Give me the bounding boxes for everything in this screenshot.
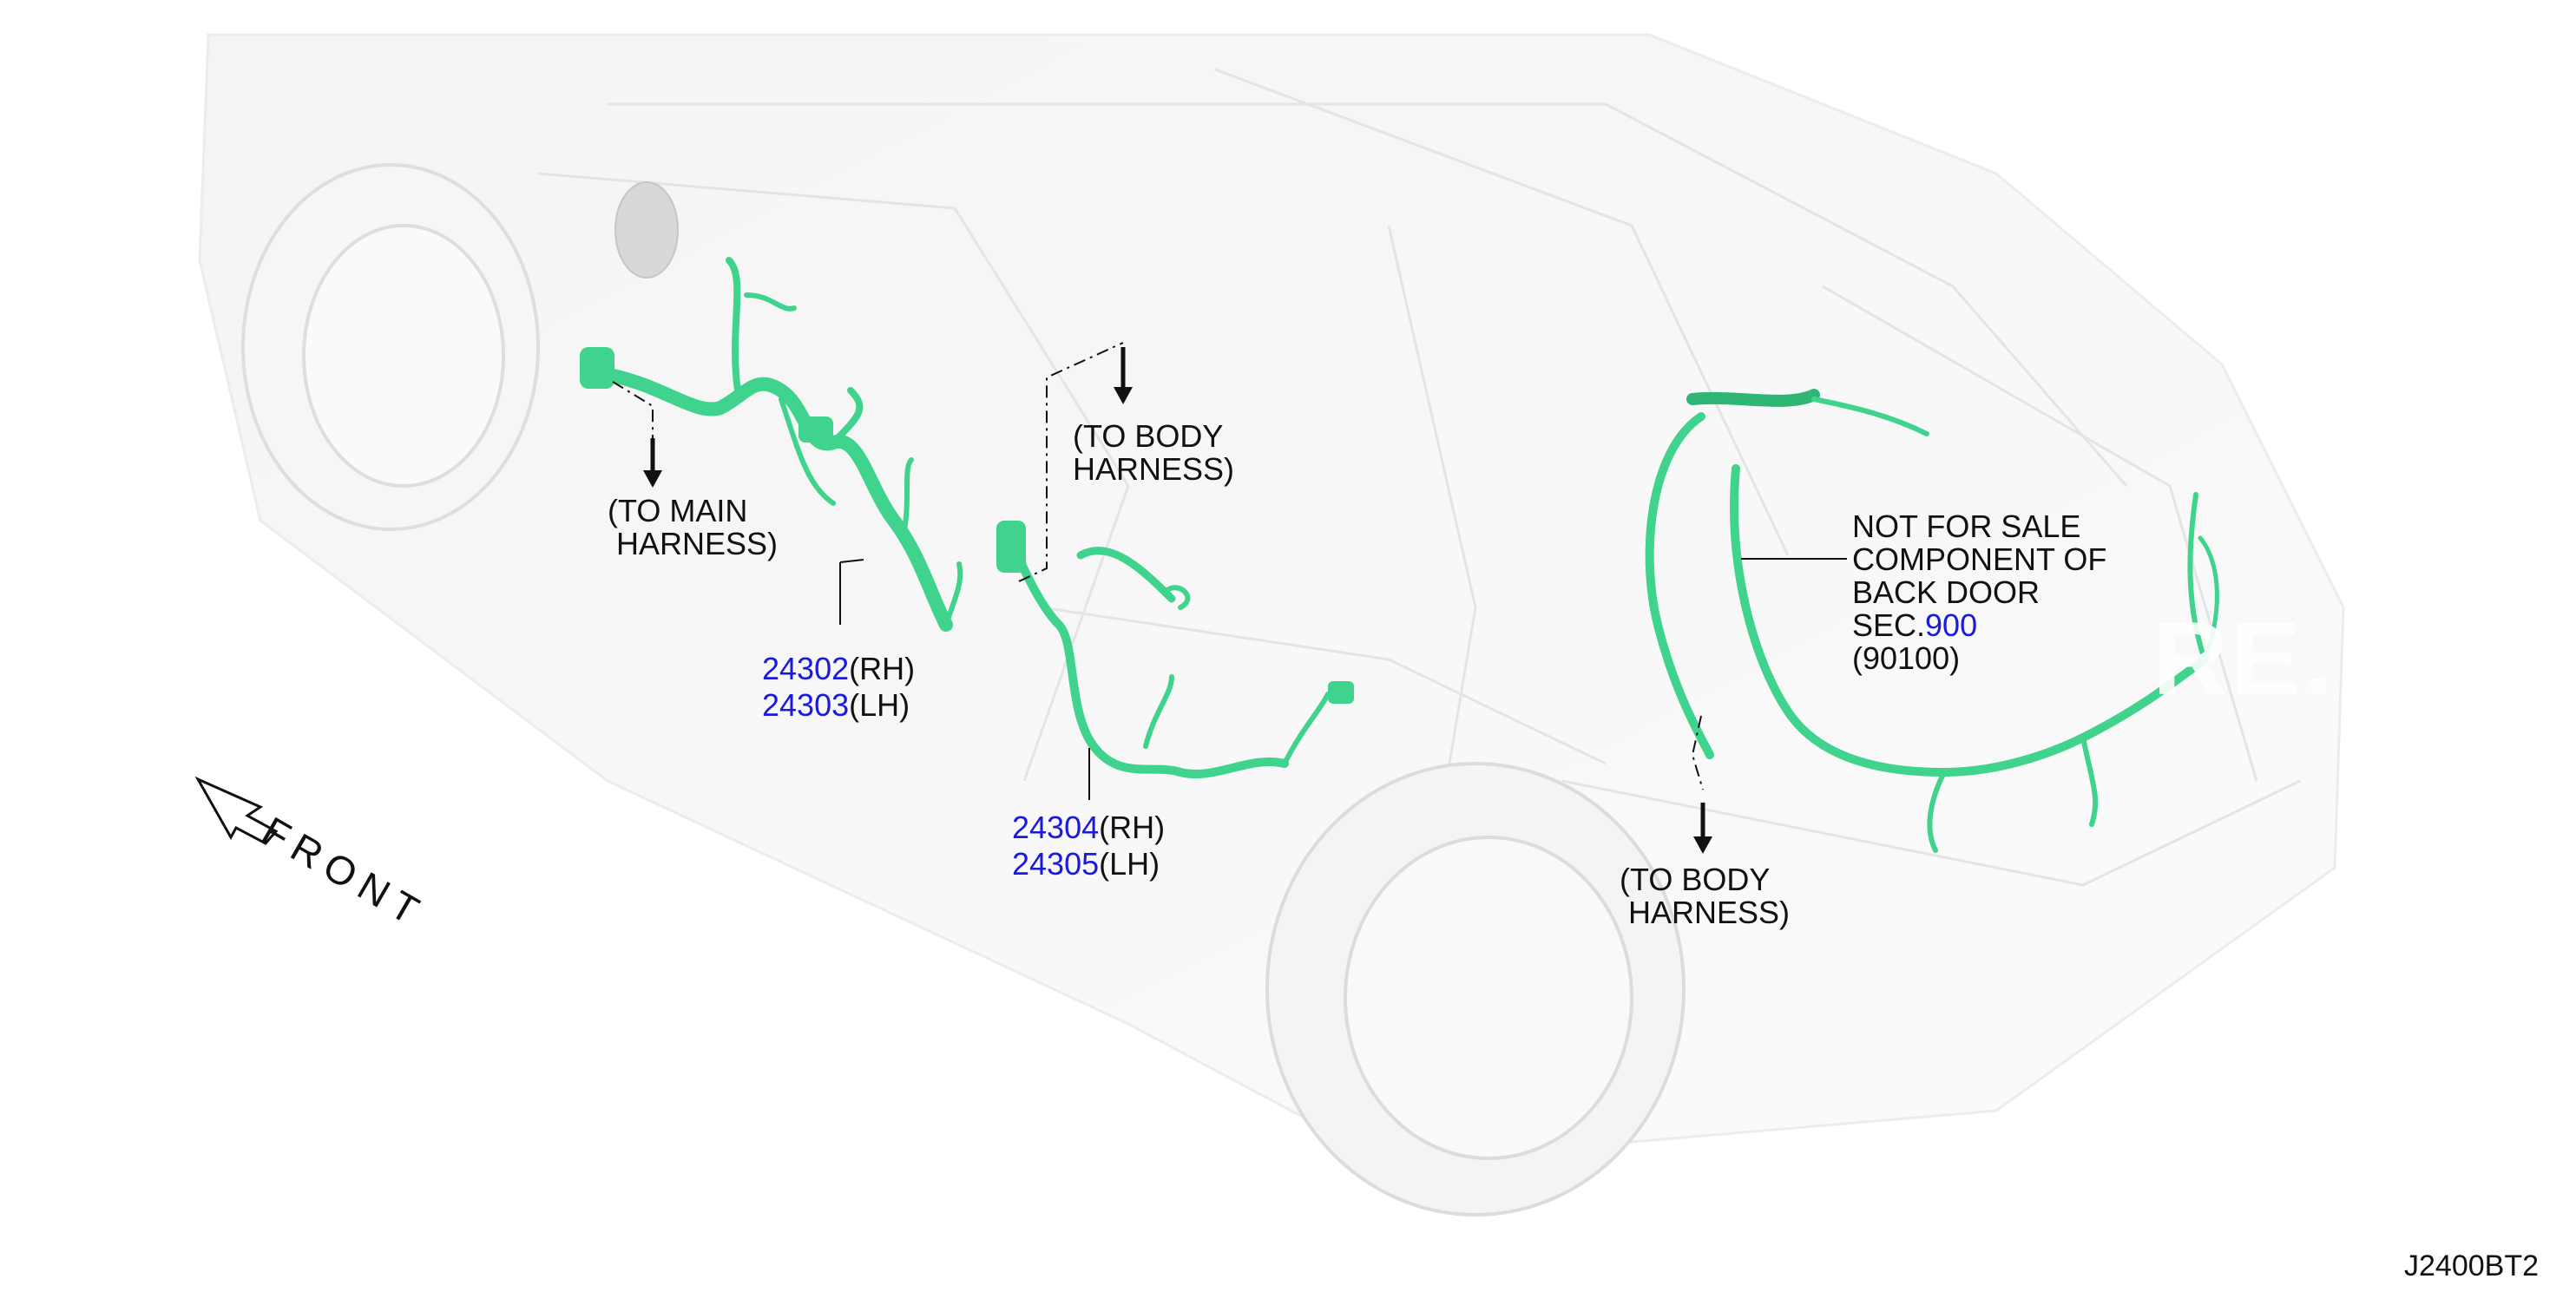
sec-reference: SEC.900 [1852, 609, 2106, 642]
harness-24304-24305 [996, 521, 1354, 779]
diagram-code: J2400BT2 [2404, 1249, 2539, 1282]
note-line: (TO MAIN [608, 493, 748, 528]
leader-lines [612, 342, 1847, 800]
sec-link-900[interactable]: 900 [1925, 607, 1978, 643]
part-row-24304: 24304(RH) [1012, 811, 1165, 844]
front-arrow-icon [194, 776, 279, 845]
note-to-body-harness-a: (TO BODY HARNESS) [1073, 420, 1234, 486]
part-side: (LH) [849, 687, 910, 723]
part-side: (RH) [1099, 810, 1166, 845]
note-line: NOT FOR SALE [1852, 508, 2081, 544]
part-side: (LH) [1099, 846, 1160, 882]
note-to-body-harness-b: (TO BODY HARNESS) [1620, 863, 1790, 929]
note-line: HARNESS) [616, 526, 779, 561]
note-line: (TO BODY [1073, 418, 1224, 454]
part-link-24303[interactable]: 24303 [762, 687, 850, 723]
part-link-24302[interactable]: 24302 [762, 651, 850, 686]
down-arrows [643, 347, 1712, 854]
note-line: (90100) [1852, 640, 1961, 676]
note-back-door: NOT FOR SALE COMPONENT OF BACK DOOR SEC.… [1852, 510, 2106, 675]
note-line: COMPONENT OF [1852, 541, 2107, 577]
harness-back-door [1645, 389, 2219, 853]
note-line: BACK DOOR [1852, 574, 2040, 610]
note-line: HARNESS) [1628, 895, 1791, 930]
part-row-24305: 24305(LH) [1012, 848, 1160, 881]
sec-prefix: SEC. [1852, 607, 1926, 643]
part-link-24304[interactable]: 24304 [1012, 810, 1100, 845]
part-link-24305[interactable]: 24305 [1012, 846, 1100, 882]
side-vent [614, 181, 679, 279]
watermark: RE. [2152, 600, 2337, 717]
part-row-24303: 24303(LH) [762, 689, 910, 722]
note-line: HARNESS) [1073, 451, 1235, 487]
note-to-main-harness: (TO MAIN HARNESS) [608, 495, 778, 561]
part-row-24302: 24302(RH) [762, 653, 915, 685]
part-side: (RH) [849, 651, 916, 686]
note-line: (TO BODY [1620, 862, 1771, 897]
rear-wheel [1265, 762, 1686, 1217]
front-wheel [241, 163, 540, 531]
harness-24302-24303 [580, 257, 963, 632]
